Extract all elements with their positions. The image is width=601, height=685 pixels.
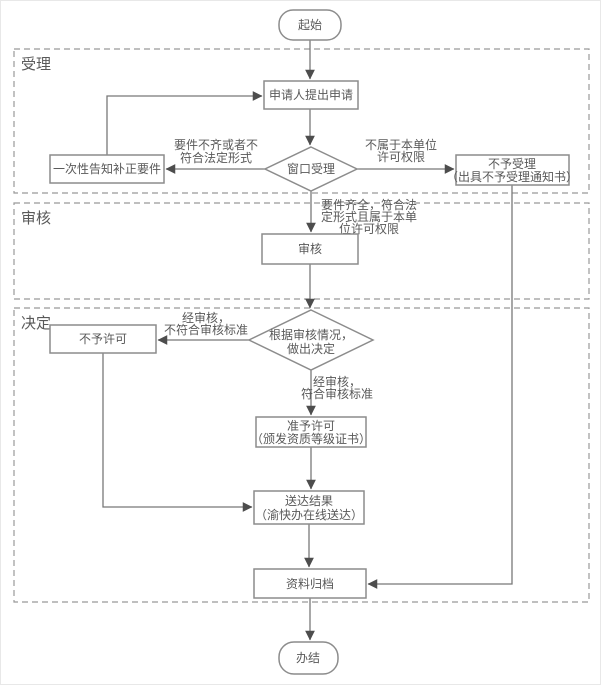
- node-deliver-result-line1: 送达结果: [285, 493, 333, 508]
- lane-acceptance-label: 受理: [21, 56, 51, 73]
- edge-label-pass-line2: 符合审核标准: [301, 386, 373, 401]
- edge-label-fail-line1: 经审核，: [182, 310, 230, 325]
- node-not-accepted-line1: 不予受理: [488, 157, 536, 171]
- node-deny-permission-label: 不予许可: [79, 332, 127, 346]
- node-one-time-notify-label: 一次性告知补正要件: [53, 162, 161, 176]
- edge-label-incomplete-line1: 要件不齐或者不: [174, 137, 258, 152]
- node-deliver-result: [253, 490, 365, 525]
- node-not-accepted-line2: （出具不予受理通知书）: [446, 170, 578, 184]
- edge-label-complete-line3: 位许可权限: [339, 221, 399, 236]
- edge-deny-to-deliver: [102, 353, 253, 512]
- edge-label-not-authority-line2: 许可权限: [377, 150, 425, 164]
- end-node: [278, 641, 339, 675]
- decision-make-decision-line1: 根据审核情况，: [269, 327, 353, 342]
- decision-window-acceptance-label: 窗口受理: [287, 162, 335, 176]
- node-grant-permission-line1: 准予许可: [287, 419, 335, 433]
- lane-decision-label: 决定: [21, 315, 51, 332]
- lane-decision: [13, 307, 590, 603]
- node-applicant-submits: [263, 80, 359, 110]
- edge-label-incomplete-line2: 符合法定形式: [180, 150, 252, 165]
- decision-make-decision-line2: 做出决定: [287, 341, 335, 356]
- edge-label-fail-line2: 不符合审核标准: [164, 322, 248, 337]
- decision-make-decision: [247, 309, 375, 371]
- edge-notify-to-apply: [106, 91, 263, 155]
- node-archive: [253, 568, 367, 599]
- node-review-label: 审核: [298, 241, 322, 256]
- end-node-label: 办结: [296, 650, 320, 665]
- lane-review: [13, 202, 590, 300]
- start-node: [278, 9, 342, 41]
- node-review: [261, 233, 359, 265]
- node-not-accepted: [455, 154, 570, 186]
- node-deliver-result-line2: （渝快办在线送达）: [255, 507, 363, 522]
- edge-reject-to-archive: [367, 185, 513, 589]
- node-one-time-notify: [49, 154, 165, 184]
- edge-label-complete-line2: 定形式且属于本单: [321, 209, 417, 224]
- decision-window-acceptance: [263, 146, 359, 192]
- node-applicant-submits-label: 申请人提出申请: [269, 87, 353, 102]
- lane-review-label: 审核: [21, 210, 51, 227]
- edge-label-pass-line1: 经审核，: [313, 374, 361, 389]
- node-archive-label: 资料归档: [286, 577, 334, 591]
- node-grant-permission-line2: （颁发资质等级证书）: [251, 431, 371, 446]
- node-deny-permission: [49, 324, 157, 354]
- edge-label-complete-line1: 要件齐全，符合法: [321, 197, 417, 212]
- edge-label-not-authority-line1: 不属于本单位: [365, 137, 437, 152]
- lane-acceptance: [13, 48, 590, 194]
- node-grant-permission: [255, 416, 367, 448]
- start-node-label: 起始: [298, 18, 322, 32]
